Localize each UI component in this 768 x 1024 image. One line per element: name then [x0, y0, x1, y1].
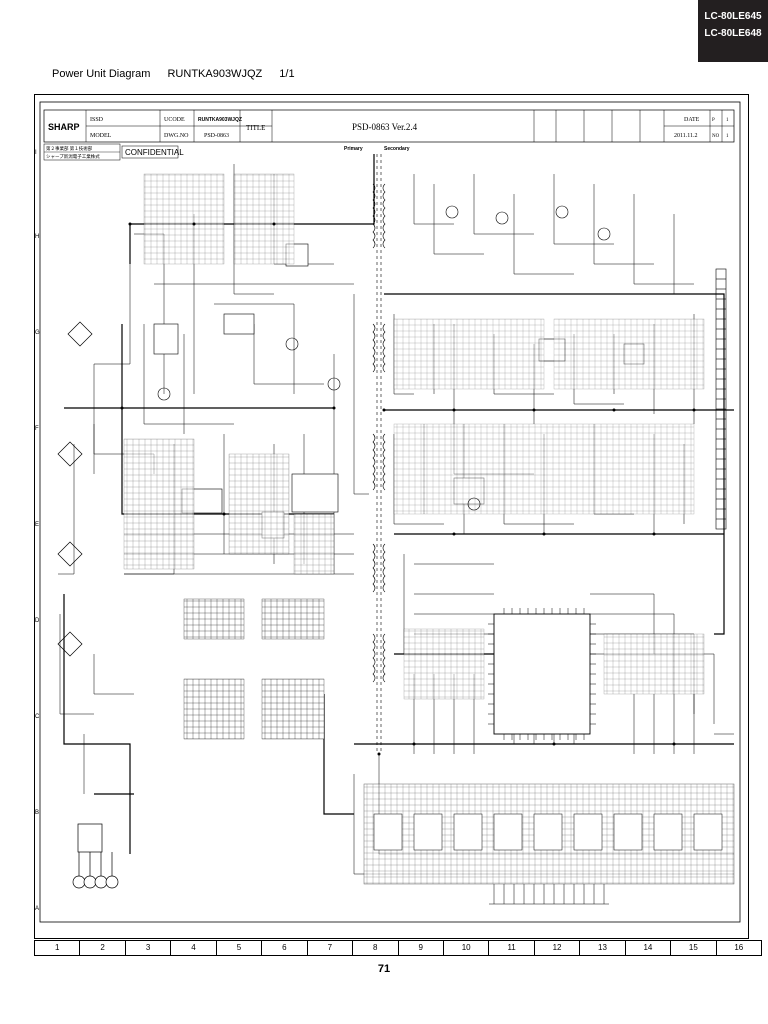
- inner-border: [39, 101, 741, 923]
- dwgno-label: DWG.NO: [164, 133, 189, 139]
- page-of: 1/1: [279, 68, 295, 80]
- confidential-stamp: CONFIDENTIAL: [125, 148, 184, 157]
- diagram-code: RUNTKA903WJQZ: [167, 68, 263, 80]
- ac-input-terminals: [72, 823, 119, 889]
- component-arrays: [123, 173, 705, 740]
- svg-text:D: D: [35, 618, 40, 624]
- dept-line-1: 第２事業部 第１技術部: [46, 145, 93, 152]
- brand-logo: SHARP: [48, 122, 80, 132]
- isolation-barrier: [376, 154, 382, 754]
- model-label: MODEL: [90, 133, 112, 139]
- secondary-label: Secondary: [384, 146, 410, 152]
- model-badge: LC-80LE645 LC-80LE648: [698, 0, 768, 62]
- row-letters: I H G F E D C B A: [35, 150, 40, 912]
- driver-bank: [363, 783, 735, 885]
- output-connector: [715, 268, 727, 530]
- svg-text:C: C: [35, 714, 40, 720]
- svg-text:I: I: [35, 150, 37, 156]
- svg-text:B: B: [35, 810, 39, 816]
- title-block: SHARP ISSD MODEL UCODE RUNTKA903WJQZ DWG…: [43, 109, 735, 161]
- page-number: 71: [377, 963, 391, 975]
- date-value: 2011.11.2: [674, 133, 698, 139]
- title-label: TITLE: [246, 124, 265, 132]
- bridge-rectifiers: [57, 321, 93, 657]
- column-index: 1 2 3 4 5 6 7 8 9 10 11 12 13 14 15 16: [34, 940, 762, 956]
- junction-dots: [120, 222, 696, 756]
- svg-text:G: G: [35, 330, 40, 336]
- controller-ic: [493, 613, 591, 735]
- ucode-value: RUNTKA903WJQZ: [198, 117, 242, 123]
- no-value: 1: [726, 134, 729, 139]
- no-label: NO: [712, 134, 720, 139]
- schematic-sheet: SHARP ISSD MODEL UCODE RUNTKA903WJQZ DWG…: [34, 94, 749, 939]
- transistors: [157, 205, 611, 511]
- svg-text:E: E: [35, 522, 39, 528]
- ucode-label: UCODE: [164, 117, 185, 123]
- svg-text:A: A: [35, 906, 39, 912]
- dwgno-value: PSD-0863: [204, 133, 229, 139]
- issd-label: ISSD: [90, 117, 104, 123]
- transformer-coils: [372, 183, 386, 683]
- dept-line-2: シャープ新潟電子工業株式: [46, 153, 100, 160]
- svg-text:F: F: [35, 426, 39, 432]
- diagram-title: Power Unit Diagram: [52, 68, 151, 80]
- date-label: DATE: [684, 117, 700, 123]
- title-value: PSD-0863 Ver.2.4: [352, 122, 418, 132]
- svg-text:H: H: [35, 234, 39, 240]
- controller-ic-pins: [488, 608, 596, 740]
- p-label: P: [712, 118, 715, 123]
- model-name-1: LC-80LE645: [704, 11, 762, 22]
- primary-secondary-labels: Primary Secondary: [344, 146, 410, 152]
- driver-bank-outputs: [489, 884, 609, 905]
- model-name-2: LC-80LE648: [704, 28, 762, 39]
- page-header: Power Unit Diagram RUNTKA903WJQZ 1/1: [52, 68, 309, 80]
- primary-label: Primary: [344, 146, 363, 152]
- p-value: 1: [726, 118, 729, 123]
